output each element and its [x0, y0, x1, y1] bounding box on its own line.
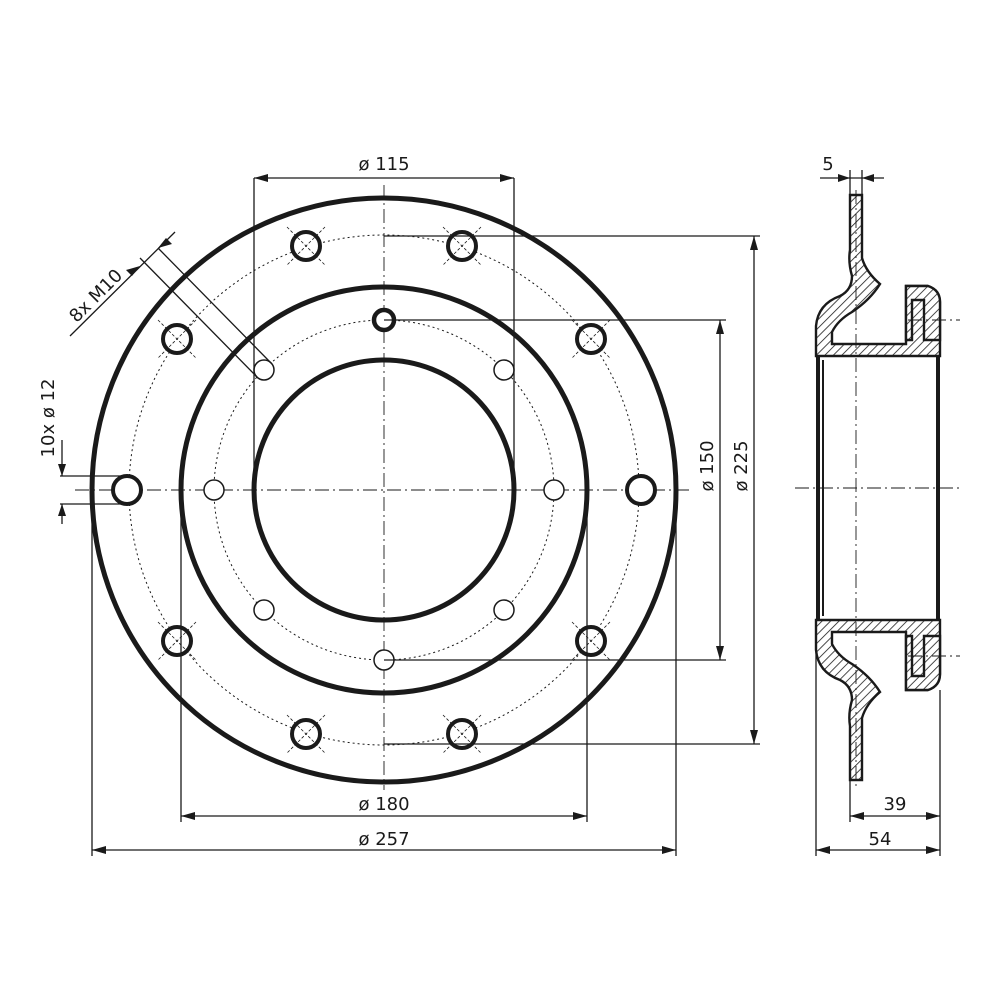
callout-text-through-holes: 10x ø 12: [38, 379, 59, 458]
section-top-flange: [814, 193, 942, 358]
dimension-depth-total: 54: [815, 650, 940, 856]
hole-center-marks: [157, 226, 611, 754]
dimension-wall: 5: [820, 154, 884, 195]
threaded-hole: [493, 359, 515, 381]
dimension-text-inner-flange: ø 180: [358, 794, 409, 815]
callout-threaded-holes: 8x M10: [65, 231, 272, 378]
dimension-pcd-outer: ø 225: [384, 235, 760, 745]
threaded-hole: [493, 599, 515, 621]
dimension-bore: ø 115: [253, 154, 515, 490]
dimension-outer-flange: ø 257: [91, 490, 677, 856]
side-view: 5 39 54: [795, 154, 962, 856]
threaded-hole: [203, 479, 225, 501]
through-hole: [111, 474, 143, 506]
dimension-text-wall: 5: [822, 154, 833, 175]
dimension-text-depth-inner: 39: [884, 794, 907, 815]
dimension-text-bore: ø 115: [358, 154, 409, 175]
threaded-hole: [253, 599, 275, 621]
callout-through-holes: 10x ø 12: [38, 379, 127, 524]
dimension-pcd-inner: ø 150: [384, 319, 726, 661]
callout-text-threaded-holes: 8x M10: [65, 265, 127, 327]
front-view: ø 115 ø 180 ø 257 ø 150: [38, 154, 760, 856]
dimension-depth-inner: 39: [849, 690, 941, 856]
dimension-text-pcd-inner: ø 150: [697, 440, 718, 491]
section-bottom-collar: [904, 634, 942, 692]
through-hole: [625, 474, 657, 506]
dimension-text-outer-flange: ø 257: [358, 829, 409, 850]
threaded-hole: [543, 479, 565, 501]
section-top-collar: [904, 284, 942, 342]
dimension-inner-flange: ø 180: [180, 490, 588, 822]
section-bottom-flange: [814, 618, 942, 782]
dimension-text-depth-total: 54: [869, 829, 892, 850]
dimension-text-pcd-outer: ø 225: [731, 440, 752, 491]
